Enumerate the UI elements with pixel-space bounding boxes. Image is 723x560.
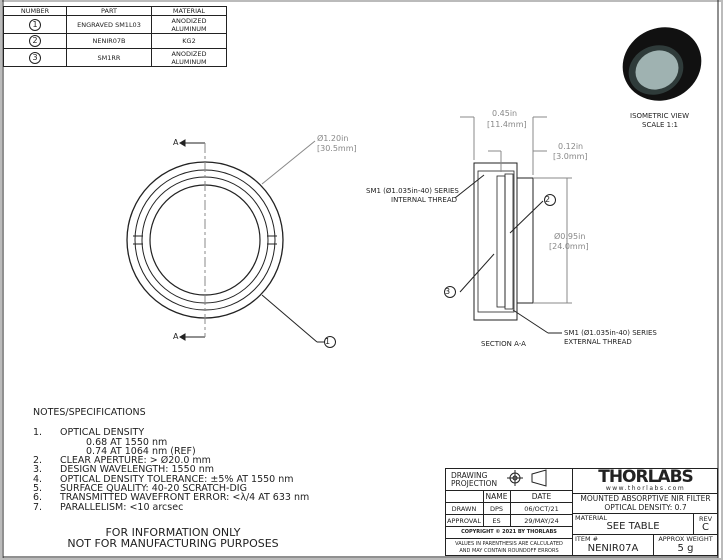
balloon-3: 3 <box>444 286 456 298</box>
note-item: 7. PARALLELISM: <10 arcsec <box>33 501 333 513</box>
bom-header-number: NUMBER <box>3 6 67 16</box>
dim-width-mm: [11.4mm] <box>487 120 527 129</box>
description-1: MOUNTED ABSORPTIVE NIR FILTER <box>580 494 711 503</box>
notes-title: NOTES/SPECIFICATIONS <box>33 407 146 418</box>
balloon: 1 <box>29 18 41 31</box>
note-number: 7. <box>33 501 43 513</box>
description-2: OPTICAL DENSITY: 0.7 <box>604 503 687 512</box>
section-label-bottom: A <box>173 332 179 341</box>
note-number: 1. <box>33 427 43 439</box>
dim-diameter-in: Ø1.20in <box>317 134 349 143</box>
bom-material: KG2 <box>151 33 227 49</box>
bom-part: ENGRAVED SM1L03 <box>66 15 152 34</box>
note-number: 3. <box>33 464 43 476</box>
material-value: SEE TABLE <box>606 521 660 532</box>
note-item: 2. CLEAR APERTURE: > Ø20.0 mm <box>33 455 333 467</box>
weight-value: 5 g <box>677 543 694 554</box>
external-thread-label: SM1 (Ø1.035in-40) SERIES <box>564 329 657 337</box>
rev-header: REV <box>698 515 713 523</box>
isometric-view <box>622 27 702 101</box>
note-text: OPTICAL DENSITY <box>60 427 145 439</box>
section-title: SECTION A-A <box>481 340 526 348</box>
dim-step-mm: [3.0mm] <box>553 152 588 161</box>
note-text: SURFACE QUALITY: 40-20 SCRATCH-DIG <box>60 483 247 495</box>
balloon-2: 2 <box>544 194 556 206</box>
note-text: PARALLELISM: <10 arcsec <box>60 501 184 513</box>
bom-header-part: PART <box>66 6 152 16</box>
disclaimer-2: NOT FOR MANUFACTURING PURPOSES <box>67 536 279 550</box>
values-note-2: AND MAY CONTAIN ROUNDOFF ERRORS <box>459 548 559 554</box>
title-block: DRAWING PROJECTION NAME DATE DRAWN DPS 0… <box>445 468 718 556</box>
external-thread-label-2: EXTERNAL THREAD <box>564 338 632 346</box>
internal-thread-label-2: INTERNAL THREAD <box>391 196 458 204</box>
dim-width-in: 0.45in <box>492 109 518 118</box>
note-text: 0.74 AT 1064 nm (REF) <box>86 445 196 457</box>
projection-symbol <box>507 469 547 487</box>
balloon-1: 1 <box>324 336 336 348</box>
note-item: 3. DESIGN WAVELENGTH: 1550 nm <box>33 464 333 476</box>
approval-date: 29/MAY/24 <box>524 517 559 525</box>
note-number: 4. <box>33 473 43 485</box>
section-view <box>454 116 572 334</box>
disclaimer-1: FOR INFORMATION ONLY <box>105 525 241 539</box>
dim-step-in: 0.12in <box>558 142 584 151</box>
bom-header-material: MATERIAL <box>151 6 227 16</box>
balloon: 3 <box>29 51 41 64</box>
note-item: 0.68 AT 1550 nm <box>33 436 333 448</box>
note-text: OPTICAL DENSITY TOLERANCE: ±5% AT 1550 n… <box>60 473 294 485</box>
material-header: MATERIAL <box>575 514 608 522</box>
note-number: 6. <box>33 492 43 504</box>
copyright: COPYRIGHT © 2021 BY THORLABS <box>461 529 557 535</box>
front-view <box>126 139 324 343</box>
note-text: 0.68 AT 1550 nm <box>86 436 168 448</box>
note-text: TRANSMITTED WAVEFRONT ERROR: <λ/4 AT 633… <box>60 492 310 504</box>
note-text: CLEAR APERTURE: > Ø20.0 mm <box>60 455 211 467</box>
thorlabs-logo: THORLABS <box>598 467 694 487</box>
note-item: 4. OPTICAL DENSITY TOLERANCE: ±5% AT 1550… <box>33 473 333 485</box>
bom-material: ANODIZED ALUMINUM <box>151 48 227 67</box>
values-note-1: VALUES IN PARENTHESIS ARE CALCULATED <box>455 541 563 547</box>
balloon: 2 <box>29 35 41 47</box>
note-item: 6. TRANSMITTED WAVEFRONT ERROR: <λ/4 AT 6… <box>33 492 333 504</box>
weight-header: APPROX WEIGHT <box>658 535 713 543</box>
bom-material: ANODIZED ALUMINUM <box>151 15 227 34</box>
note-item: 0.74 AT 1064 nm (REF) <box>33 445 333 457</box>
website: www.thorlabs.com <box>605 485 686 492</box>
bom-part: SM1RR <box>66 48 152 67</box>
note-item: 1. OPTICAL DENSITY <box>33 427 333 439</box>
date-header: DATE <box>531 492 552 501</box>
note-number <box>33 438 60 447</box>
drawn-label: DRAWN <box>451 505 477 513</box>
drawing-projection-label: DRAWING PROJECTION <box>451 471 498 488</box>
drawn-name: DPS <box>489 505 504 513</box>
note-number: 2. <box>33 455 43 467</box>
item-number: NENIR07A <box>587 543 639 554</box>
name-header: NAME <box>485 492 508 501</box>
internal-thread-label: SM1 (Ø1.035in-40) SERIES <box>366 187 459 195</box>
approval-label: APPROVAL <box>447 517 481 525</box>
section-label-top: A <box>173 138 179 147</box>
note-item: 5. SURFACE QUALITY: 40-20 SCRATCH-DIG <box>33 483 333 495</box>
dim-bore-mm: [24.0mm] <box>549 242 589 251</box>
note-text: DESIGN WAVELENGTH: 1550 nm <box>60 464 214 476</box>
dim-diameter-mm: [30.5mm] <box>317 144 357 153</box>
dim-bore-in: Ø0.95in <box>554 232 586 241</box>
isometric-title: ISOMETRIC VIEW <box>630 112 689 120</box>
rev-value: C <box>702 522 709 533</box>
drawn-date: 06/OCT/21 <box>524 505 559 513</box>
note-number: 5. <box>33 483 43 495</box>
bom-part: NENIR07B <box>66 33 152 49</box>
approval-name: ES <box>492 517 501 525</box>
isometric-scale: SCALE 1:1 <box>642 121 678 129</box>
item-header: ITEM # <box>575 535 599 543</box>
